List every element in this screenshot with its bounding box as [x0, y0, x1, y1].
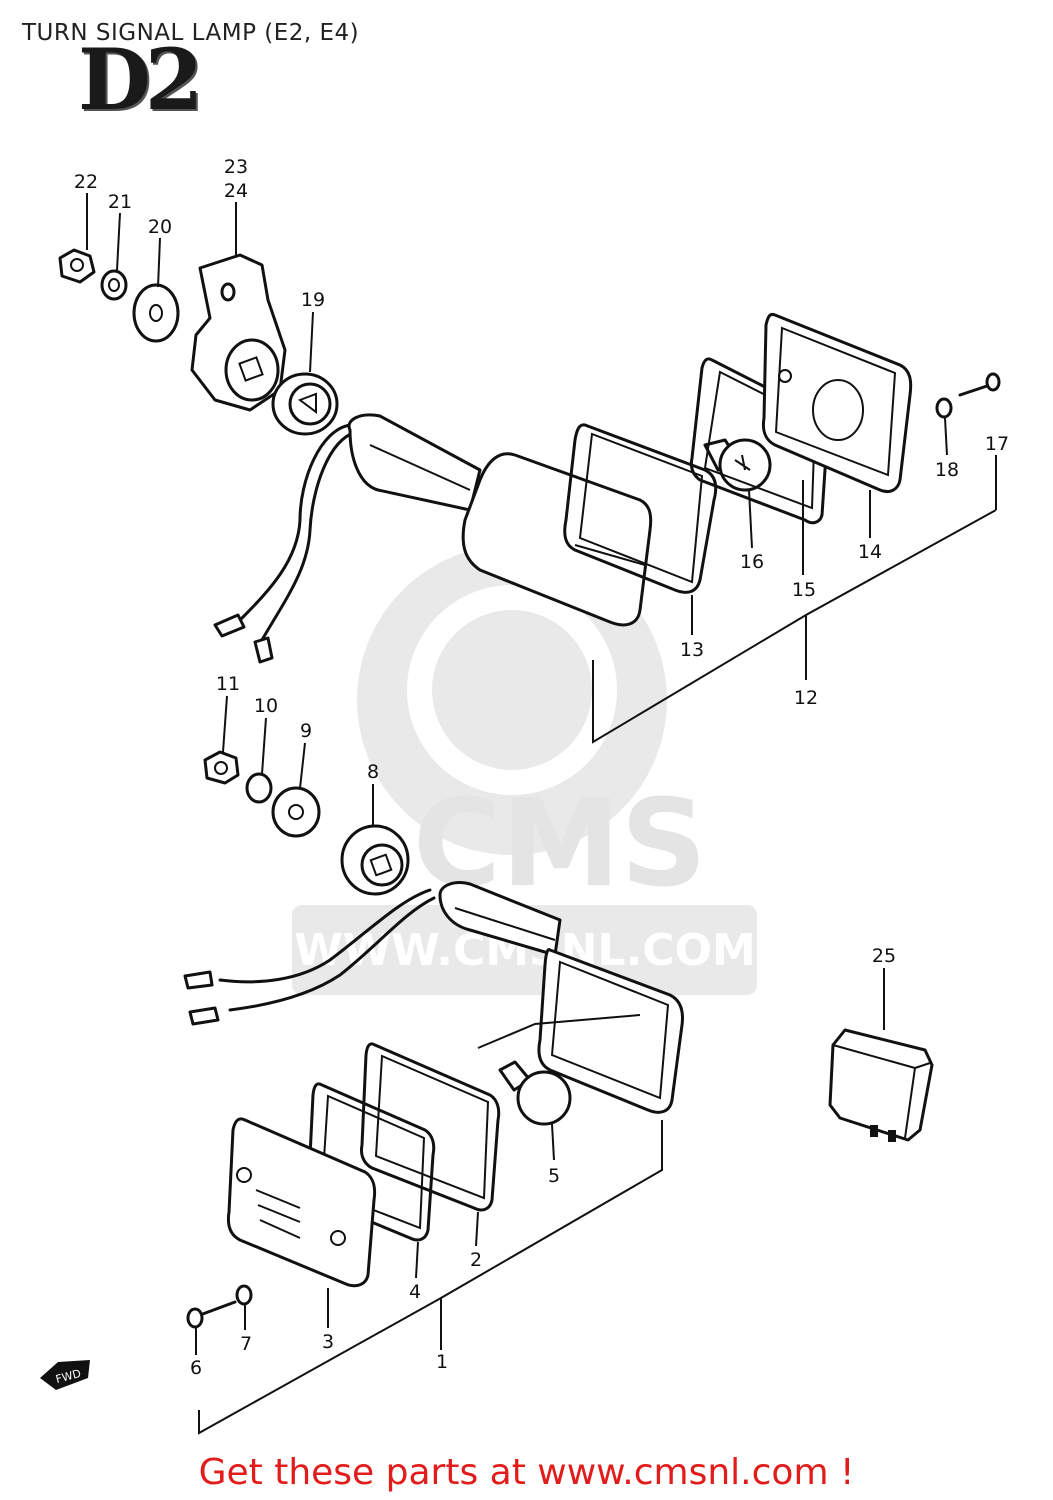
upper-lamp-body [347, 413, 653, 627]
leader-lines [86, 193, 997, 1435]
callout-22: 22 [74, 171, 98, 193]
callout-1: 1 [436, 1351, 448, 1373]
callout-18: 18 [935, 459, 959, 481]
lower-lamp-body [438, 881, 684, 1114]
lower-wiring [183, 888, 436, 1026]
part-10-spring-washer [245, 772, 273, 804]
callout-7: 7 [240, 1333, 252, 1355]
callout-8: 8 [367, 761, 379, 783]
part-25-relay [828, 1028, 934, 1142]
fwd-label: FWD [54, 1367, 82, 1386]
part-11-nut [203, 750, 240, 785]
callout-21: 21 [108, 191, 132, 213]
exploded-parts-diagram: CMS WWW.CMSNL.COM [40, 156, 1009, 1435]
callout-2: 2 [470, 1249, 482, 1271]
fwd-arrow-icon: FWD [40, 1360, 90, 1390]
part-21-spring-washer [100, 269, 128, 301]
part-2-gasket [360, 1042, 501, 1212]
part-9-washer [271, 786, 321, 838]
diagram-code: D2 [78, 30, 203, 129]
part-14-lens [761, 312, 913, 494]
callout-11: 11 [216, 673, 240, 695]
part-5-bulb [498, 1060, 572, 1126]
callout-23: 23 [224, 156, 248, 178]
callout-4: 4 [409, 1281, 421, 1303]
part-3-lens [226, 1117, 377, 1288]
callout-25: 25 [872, 945, 896, 967]
callout-17: 17 [985, 433, 1009, 455]
callout-6: 6 [190, 1357, 202, 1379]
part-7-washer [235, 1284, 253, 1306]
callout-13: 13 [680, 639, 704, 661]
part-23-24-bracket [190, 253, 287, 412]
callout-5: 5 [548, 1165, 560, 1187]
part-17-screw [958, 372, 1001, 397]
part-18-washer [935, 397, 953, 419]
upper-wiring [213, 423, 358, 664]
callout-14: 14 [858, 541, 882, 563]
callout-labels: 22 21 20 23 24 19 17 18 16 14 15 13 12 1… [74, 156, 1009, 1379]
callout-15: 15 [792, 579, 816, 601]
callout-16: 16 [740, 551, 764, 573]
callout-9: 9 [300, 720, 312, 742]
callout-20: 20 [148, 216, 172, 238]
callout-24: 24 [224, 180, 248, 202]
footer-parts-link[interactable]: Get these parts at www.cmsnl.com ! [198, 1452, 855, 1493]
page-title: TURN SIGNAL LAMP (E2, E4) [22, 20, 360, 46]
part-20-washer [132, 283, 180, 343]
part-22-nut [58, 248, 96, 284]
part-8-grommet [340, 824, 410, 896]
callout-3: 3 [322, 1331, 334, 1353]
callout-10: 10 [254, 695, 278, 717]
part-6-screw [186, 1300, 237, 1329]
callout-19: 19 [301, 289, 325, 311]
callout-12: 12 [794, 687, 818, 709]
part-19-grommet [271, 372, 339, 436]
